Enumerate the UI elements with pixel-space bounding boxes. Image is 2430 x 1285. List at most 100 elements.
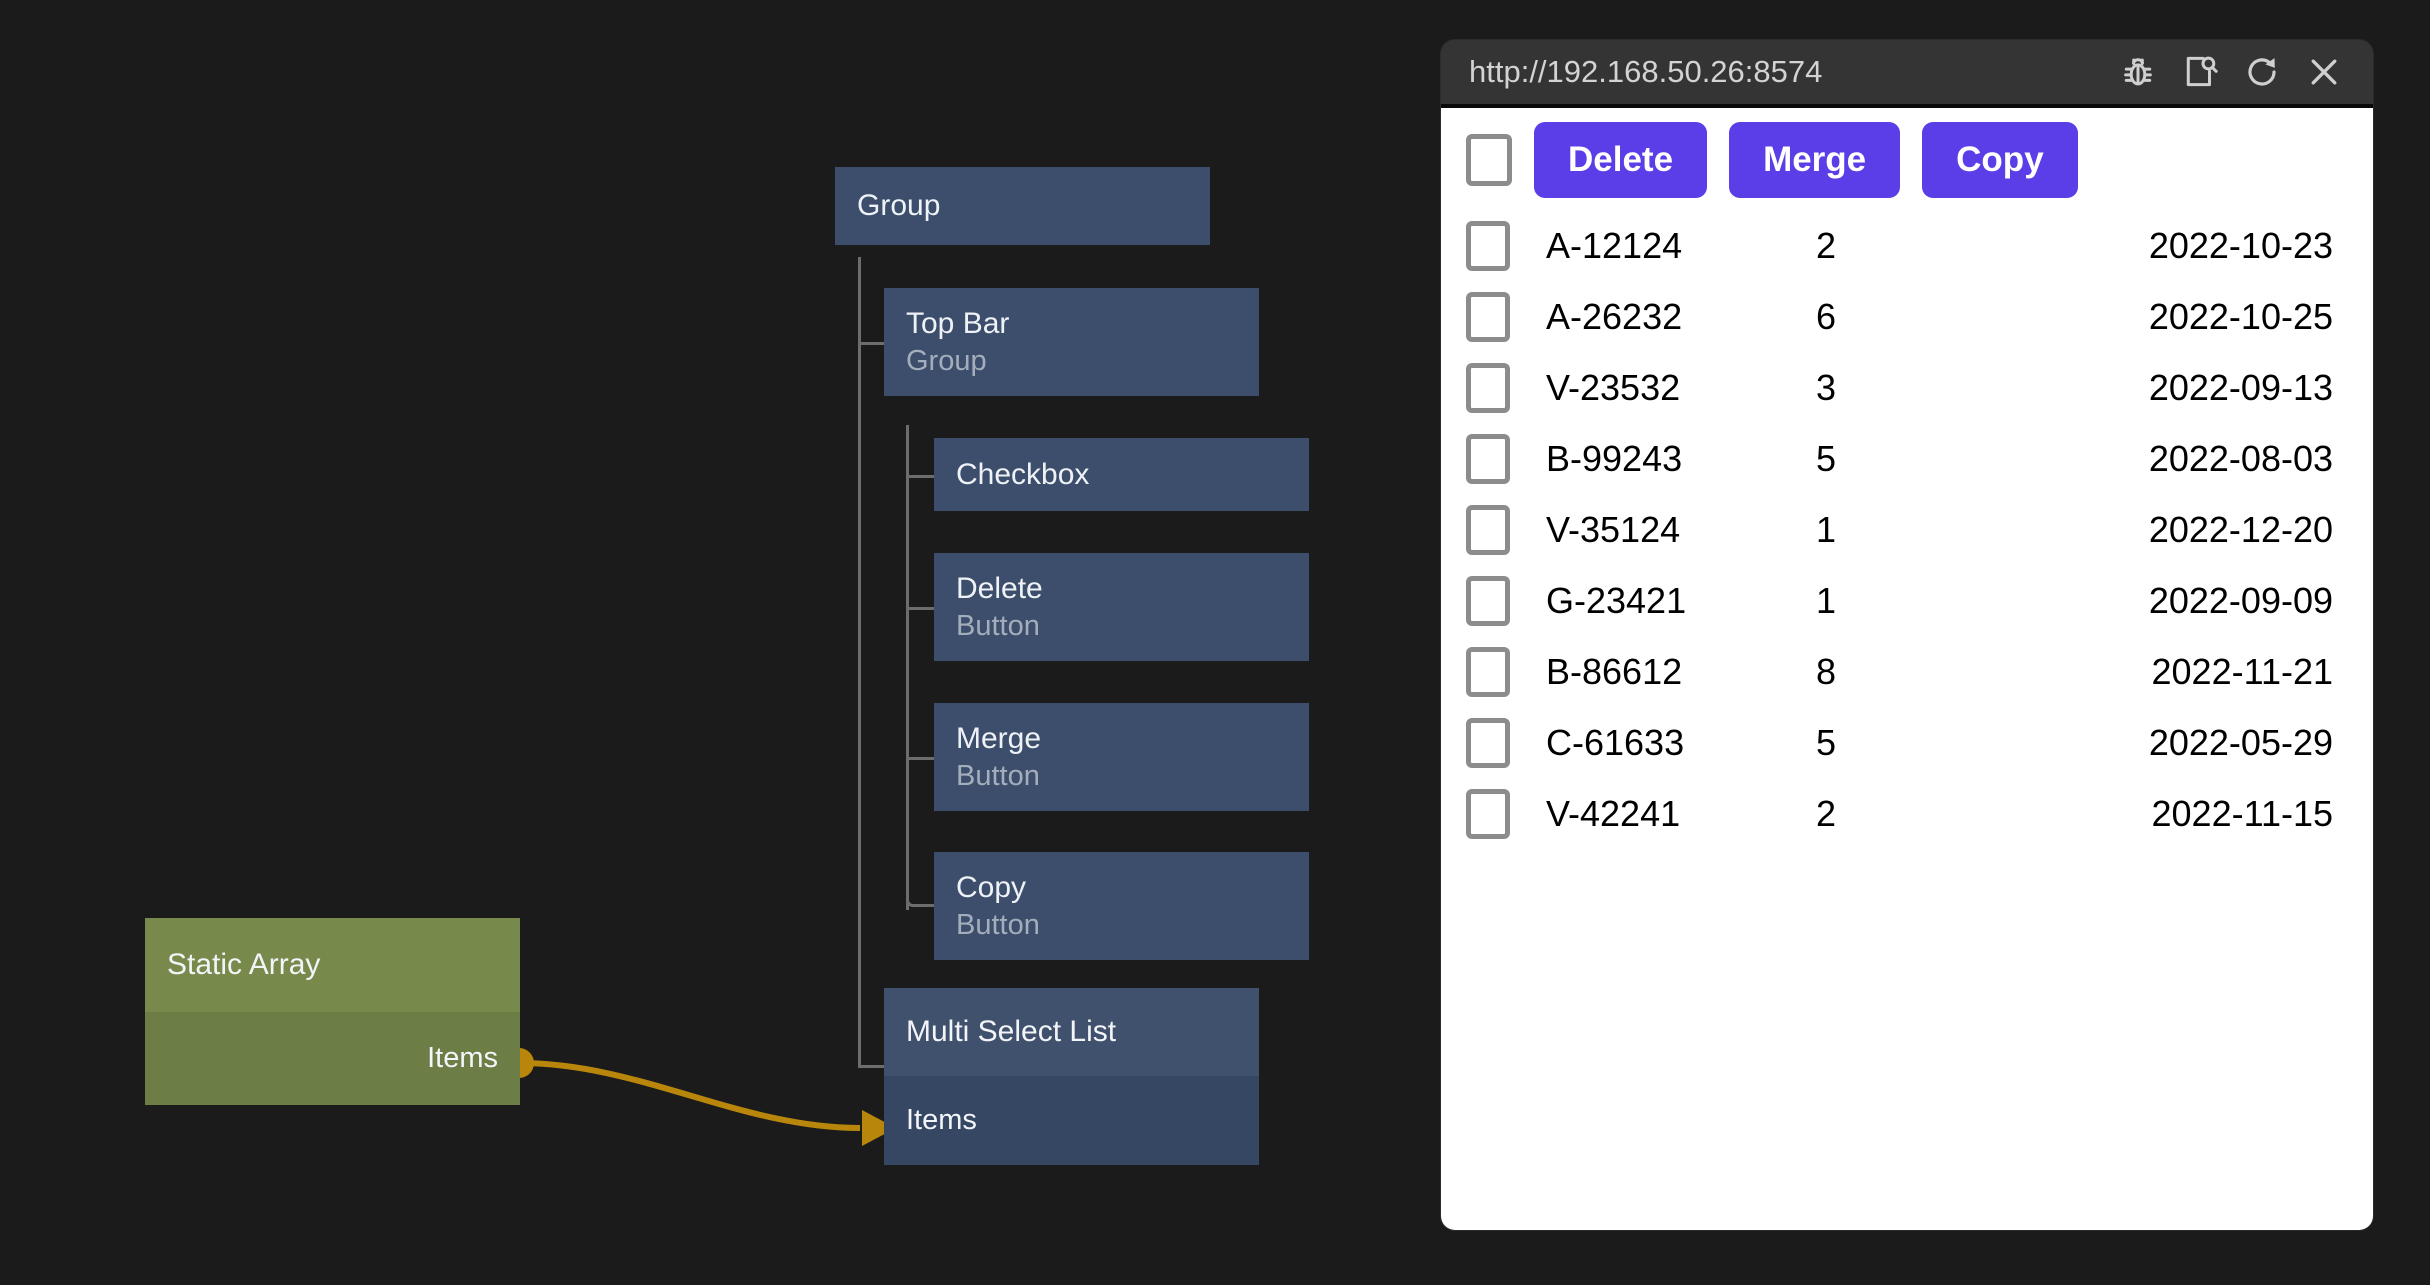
row-code: G-23421 — [1546, 579, 1687, 621]
widget-node-title: Multi Select List — [906, 1015, 1117, 1048]
page-content: Delete Merge Copy A-12124 2 2022-10-23 — [1441, 108, 2373, 1230]
window-title-bar[interactable]: http://192.168.50.26:8574 — [1441, 40, 2373, 108]
row-code: V-42241 — [1546, 792, 1681, 834]
row-checkbox[interactable] — [1466, 291, 1510, 342]
row-qty: 1 — [1816, 508, 1837, 550]
row-qty: 3 — [1816, 366, 1837, 408]
tree-trunk-line — [858, 257, 861, 1067]
row-date: 2022-11-21 — [2151, 650, 2333, 692]
row-checkbox[interactable] — [1466, 646, 1510, 697]
row-date: 2022-12-20 — [2148, 508, 2333, 550]
row-code: C-61633 — [1546, 721, 1685, 763]
tree-stub-topbar — [858, 342, 884, 345]
table-row[interactable]: A-26232 6 2022-10-25 — [1441, 281, 2373, 352]
tree-node-subtitle: Button — [956, 908, 1040, 941]
row-qty: 5 — [1816, 721, 1837, 763]
tree-trunk-line-level2 — [906, 425, 909, 910]
row-date: 2022-05-29 — [2148, 721, 2333, 763]
row-code: B-99243 — [1546, 437, 1683, 479]
row-qty: 1 — [1816, 579, 1837, 621]
reload-icon[interactable] — [2235, 45, 2289, 99]
select-all-checkbox[interactable] — [1466, 134, 1512, 186]
widget-node-multi-select-list[interactable]: Multi Select List Items — [884, 988, 1259, 1165]
table-row[interactable]: V-23532 3 2022-09-13 — [1441, 352, 2373, 423]
row-checkbox-cell — [1441, 636, 1546, 707]
row-checkbox-cell — [1441, 778, 1546, 849]
row-qty: 2 — [1816, 792, 1837, 834]
tree-node-delete[interactable]: Delete Button — [934, 553, 1309, 661]
row-qty: 5 — [1816, 437, 1837, 479]
row-code: A-12124 — [1546, 224, 1683, 266]
items-table: A-12124 2 2022-10-23 A-26232 6 2022-10-2… — [1441, 210, 2373, 849]
row-checkbox[interactable] — [1466, 220, 1510, 271]
toolbar-action-row: Delete Merge Copy — [1441, 108, 2373, 210]
row-code: A-26232 — [1546, 295, 1683, 337]
row-date: 2022-09-13 — [2148, 366, 2333, 408]
row-date: 2022-10-25 — [2148, 295, 2333, 337]
widget-node-output-port[interactable]: Items — [145, 1012, 520, 1105]
row-date: 2022-09-09 — [2148, 579, 2333, 621]
tree-node-merge[interactable]: Merge Button — [934, 703, 1309, 811]
table-row[interactable]: G-23421 1 2022-09-09 — [1441, 565, 2373, 636]
widget-node-input-port[interactable]: Items — [884, 1076, 1259, 1165]
tree-elbow-copy — [906, 840, 934, 907]
table-row[interactable]: V-42241 2 2022-11-15 — [1441, 778, 2373, 849]
row-qty: 6 — [1816, 295, 1837, 337]
tree-stub-multiselect — [858, 1065, 884, 1068]
widget-node-static-array[interactable]: Static Array Items — [145, 918, 520, 1105]
tree-node-checkbox[interactable]: Checkbox — [934, 438, 1309, 511]
table-row[interactable]: B-99243 5 2022-08-03 — [1441, 423, 2373, 494]
close-icon[interactable] — [2297, 45, 2351, 99]
edge-static-array-to-multi-select — [519, 1060, 861, 1131]
row-checkbox[interactable] — [1466, 504, 1510, 555]
port-label: Items — [427, 1042, 498, 1074]
items-table-body: A-12124 2 2022-10-23 A-26232 6 2022-10-2… — [1441, 210, 2373, 849]
row-date: 2022-10-23 — [2148, 224, 2333, 266]
row-checkbox-cell — [1441, 352, 1546, 423]
row-checkbox-cell — [1441, 494, 1546, 565]
table-row[interactable]: B-86612 8 2022-11-21 — [1441, 636, 2373, 707]
row-date: 2022-11-15 — [2151, 792, 2333, 834]
delete-button[interactable]: Delete — [1534, 122, 1708, 198]
widget-node-title: Static Array — [167, 948, 321, 981]
row-code: V-23532 — [1546, 366, 1681, 408]
tree-stub-checkbox — [906, 475, 934, 478]
url-label[interactable]: http://192.168.50.26:8574 — [1469, 54, 1823, 89]
row-checkbox-cell — [1441, 707, 1546, 778]
tree-node-group[interactable]: Group — [835, 167, 1210, 245]
debug-bug-icon[interactable] — [2111, 45, 2165, 99]
row-checkbox[interactable] — [1466, 788, 1510, 839]
preview-window: http://192.168.50.26:8574 — [1441, 40, 2373, 1230]
row-checkbox[interactable] — [1466, 717, 1510, 768]
row-checkbox[interactable] — [1466, 362, 1510, 413]
row-checkbox[interactable] — [1466, 575, 1510, 626]
row-checkbox-cell — [1441, 423, 1546, 494]
copy-button[interactable]: Copy — [1922, 122, 2078, 198]
tree-node-subtitle: Button — [956, 759, 1040, 792]
tree-node-top-bar[interactable]: Top Bar Group — [884, 288, 1259, 396]
row-checkbox-cell — [1441, 281, 1546, 352]
tree-stub-delete — [906, 607, 934, 610]
merge-button[interactable]: Merge — [1729, 122, 1901, 198]
tree-node-title: Merge — [956, 722, 1042, 756]
tree-node-copy[interactable]: Copy Button — [934, 852, 1309, 960]
row-code: B-86612 — [1546, 650, 1683, 692]
row-checkbox[interactable] — [1466, 433, 1510, 484]
table-row[interactable]: V-35124 1 2022-12-20 — [1441, 494, 2373, 565]
tree-node-subtitle: Group — [906, 344, 987, 377]
inspect-page-icon[interactable] — [2173, 45, 2227, 99]
row-qty: 2 — [1816, 224, 1837, 266]
tree-node-title: Delete — [956, 572, 1043, 606]
tree-node-subtitle: Button — [956, 609, 1040, 642]
table-row[interactable]: C-61633 5 2022-05-29 — [1441, 707, 2373, 778]
row-date: 2022-08-03 — [2148, 437, 2333, 479]
tree-stub-merge — [906, 757, 934, 760]
tree-node-title: Group — [857, 189, 941, 223]
row-code: V-35124 — [1546, 508, 1681, 550]
widget-node-header: Multi Select List — [884, 988, 1259, 1076]
tree-node-title: Copy — [956, 871, 1027, 905]
row-checkbox-cell — [1441, 210, 1546, 281]
table-row[interactable]: A-12124 2 2022-10-23 — [1441, 210, 2373, 281]
tree-node-title: Checkbox — [956, 457, 1090, 491]
